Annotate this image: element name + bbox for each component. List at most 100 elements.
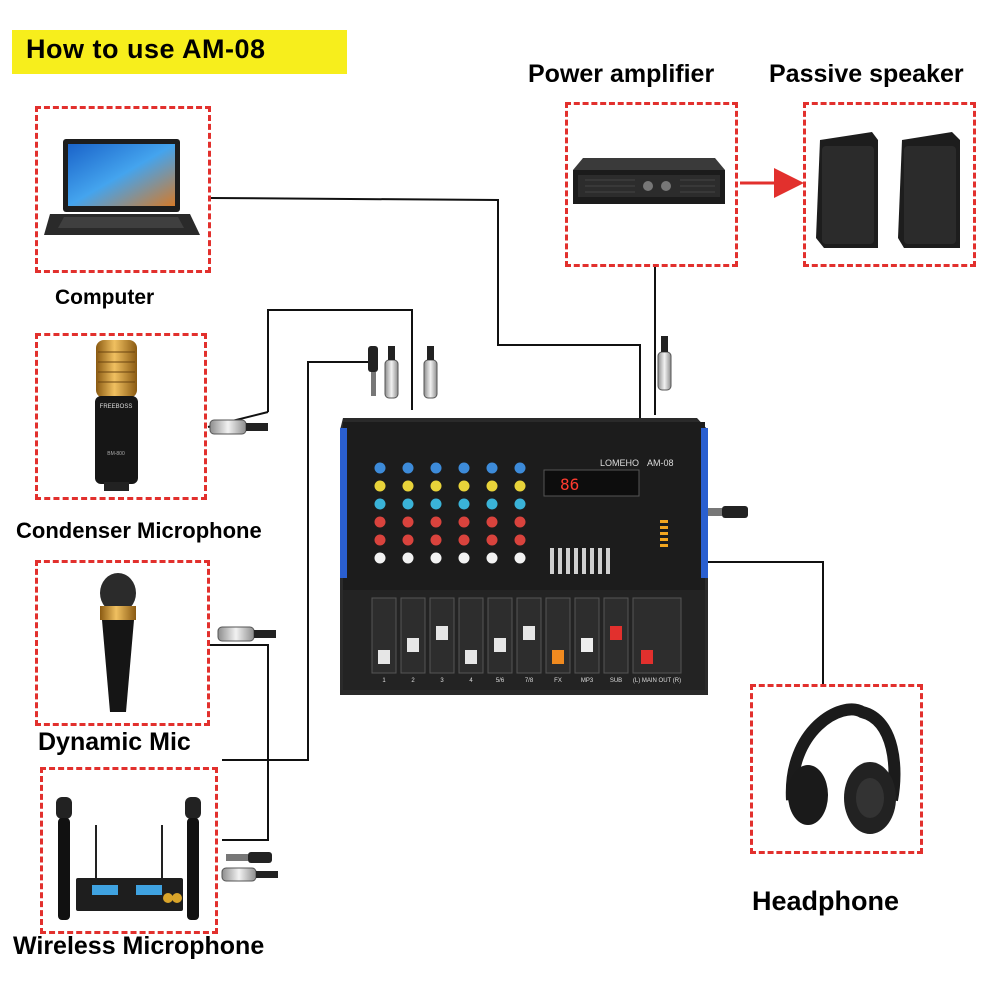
mixer-knob [486,516,498,528]
mixer-model: AM-08 [647,458,674,468]
mixer-knob [514,516,526,528]
fader-cap [407,638,419,652]
channel-label: 5/6 [496,678,505,684]
mixer-brand: LOMEHO [600,458,639,468]
passive-speaker-icon [816,132,960,248]
computer-frame [35,106,211,273]
page-title: How to use AM-08 [26,34,266,64]
fader-strip [574,597,600,674]
channel-label: SUB [610,678,622,684]
channel-label: 4 [469,678,473,684]
mixer-knob [458,480,470,492]
condenser-label: Condenser Microphone [16,518,262,543]
fader-cap [436,626,448,640]
fader-cap [378,650,390,664]
dynamic-mic-icon [100,573,136,712]
channel-label: 1 [382,678,386,684]
cable-condenser [267,309,413,412]
fader-strip [632,597,682,674]
wireless-mic-icon [56,797,201,920]
mixer-knob [458,534,470,546]
jack-connector-top [368,346,378,396]
fader-cap [581,638,593,652]
computer-label: Computer [55,286,155,309]
channel-label: 7/8 [525,678,534,684]
mixer-knob [402,534,414,546]
channel-label: 2 [411,678,415,684]
xlr-connector-amp [657,336,672,391]
mixer-level-meter [660,520,668,547]
headphone-frame [750,684,923,854]
mixer-eq [550,548,610,574]
channel-label: (L) MAIN OUT (R) [633,678,681,684]
title-banner [12,30,347,74]
cables [207,197,824,841]
channel-label: MP3 [581,678,594,684]
mixer-knob [486,462,498,474]
mixer-knob [402,480,414,492]
passive-speaker-label: Passive speaker [769,60,964,88]
fader-strip [487,597,513,674]
mixer-knob [514,552,526,564]
mic-brand-text: FREEBOSS [100,404,133,410]
mixer-display: 86 [560,475,579,494]
passive-speaker-frame [803,102,976,267]
condenser-mic-frame [35,333,207,500]
mixer-knob [514,480,526,492]
wireless-mic-frame [40,767,218,934]
fader-cap [494,638,506,652]
headphone-icon [785,703,901,834]
fader-cap [523,626,535,640]
mixer-knob [402,516,414,528]
mixer-knob [430,462,442,474]
xlr-connector-top-2 [423,346,438,399]
mixer-knob [514,498,526,510]
channel-label: FX [554,678,562,684]
mixer-icon: 86 LOMEHO AM-08 1 2 3 4 5/6 7/8 FX MP3 SUB (L) MA… [340,418,708,695]
mixer-knob [458,552,470,564]
connectors [209,336,748,882]
condenser-mic-icon: FREEBOSS BM-800 [95,340,138,491]
headphone-label: Headphone [752,886,900,916]
wireless-label: Wireless Microphone [13,932,265,960]
dynamic-label: Dynamic Mic [38,728,191,756]
mixer-knob [402,552,414,564]
mixer-knob [402,498,414,510]
cable-computer [210,197,641,470]
mixer-knob [430,534,442,546]
mixer-knob [402,462,414,474]
mixer-knob [430,498,442,510]
xlr-connector-dynamic [217,626,276,642]
mic-model-text: BM-800 [107,451,125,457]
mixer-knob [486,498,498,510]
xlr-connector-wireless [221,867,278,882]
mixer-knob [430,552,442,564]
xlr-connector-condenser [209,419,268,435]
mixer-knob [486,480,498,492]
cable-dynamic [210,644,269,841]
mixer-knob [374,480,386,492]
mixer-knob [458,462,470,474]
mixer-knob [458,498,470,510]
power-amp-label: Power amplifier [528,60,715,88]
mixer-knobs [374,462,526,564]
fader-cap [465,650,477,664]
channel-label: 3 [440,678,444,684]
mixer-faders [371,597,682,674]
fader-cap [610,626,622,640]
mixer-knob [514,462,526,474]
mixer-knob [430,480,442,492]
fader-strip [400,597,426,674]
mixer-knob [374,498,386,510]
mixer-knob [374,462,386,474]
fader-cap [641,650,653,664]
mixer-knob [430,516,442,528]
power-amplifier-icon [573,158,725,204]
jack-connector-wireless [226,852,272,863]
power-amp-frame [565,102,738,267]
mixer-knob [486,534,498,546]
mixer-knob [374,534,386,546]
fader-cap [552,650,564,664]
cable-headphone [688,561,824,684]
